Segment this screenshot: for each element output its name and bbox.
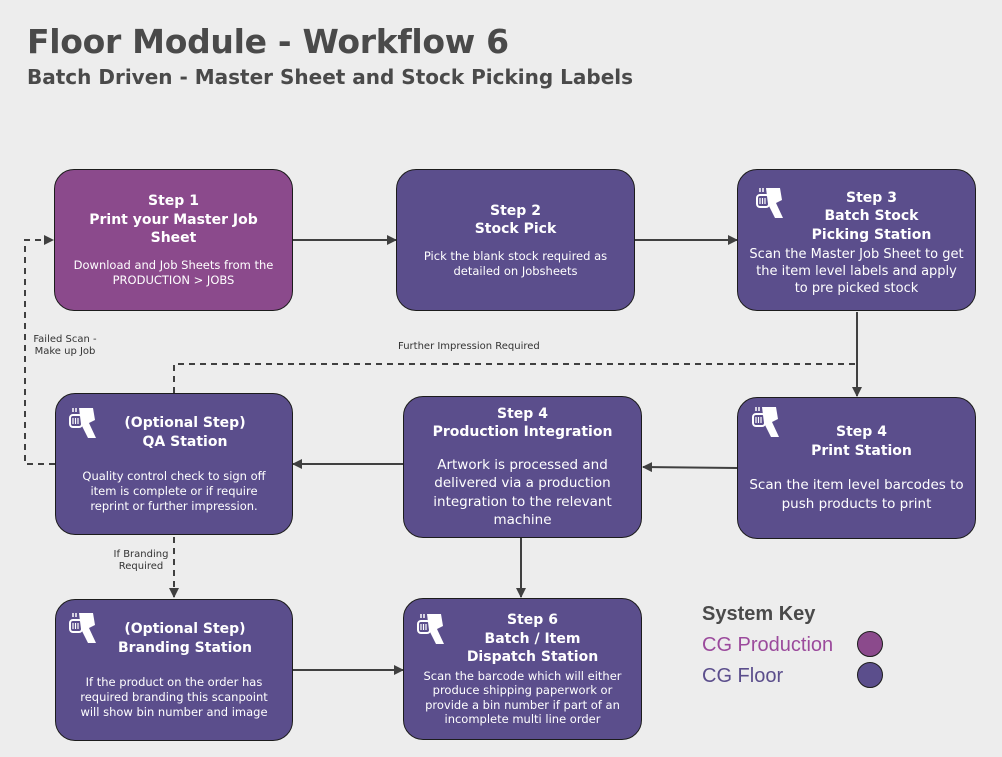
step4-integration-description: Artwork is processed and delivered via a… <box>433 456 612 529</box>
barcode-scanner-icon <box>752 407 779 437</box>
step3-title-2: Batch Stock <box>824 208 919 225</box>
branding-description: If the product on the order has required… <box>80 675 268 719</box>
step6-box[interactable]: Step 6 Batch / Item Dispatch Station Sca… <box>403 598 642 740</box>
if-branding-label: If Branding Required <box>108 549 174 573</box>
step2-title-1: Step 2 <box>490 202 541 219</box>
barcode-scanner-icon <box>417 614 444 644</box>
dashed-failed-scan <box>24 235 55 465</box>
qa-description: Quality control check to sign off item i… <box>82 469 266 513</box>
step2-title-2: Stock Pick <box>474 221 557 237</box>
further-impression-label: Further Impression Required <box>398 341 540 352</box>
dashed-further-impression <box>173 363 857 393</box>
step3-box[interactable]: Step 3 Batch Stock Picking Station Scan … <box>737 169 976 311</box>
step3-description: Scan the Master Job Sheet to get the ite… <box>749 247 964 297</box>
step4-print-description: Scan the item level barcodes to push pro… <box>749 477 964 512</box>
failed-scan-label-1: Failed Scan - <box>33 334 97 345</box>
key-dot-floor <box>857 662 883 688</box>
page-title: Floor Module - Workflow 6 <box>27 22 509 61</box>
if-branding-label-1: If Branding <box>113 549 169 560</box>
step3-title-1: Step 3 <box>846 189 897 206</box>
arrow-print-integration <box>642 462 738 473</box>
qa-station-box[interactable]: (Optional Step) QA Station Quality contr… <box>55 393 293 535</box>
step1-title-1: Step 1 <box>148 193 199 210</box>
step1-title-3: Sheet <box>150 230 197 247</box>
qa-title-1: (Optional Step) <box>124 415 246 431</box>
qa-title-2: QA Station <box>142 433 228 450</box>
system-key-title: System Key <box>702 603 816 625</box>
step3-title-3: Picking Station <box>811 226 932 243</box>
branding-title-1: (Optional Step) <box>124 621 246 637</box>
step4-print-title-1: Step 4 <box>836 424 887 440</box>
barcode-scanner-icon <box>756 188 783 218</box>
step4-integration-title-2: Production Integration <box>432 424 613 440</box>
step6-title-1: Step 6 <box>507 612 558 629</box>
step2-description: Pick the blank stock required as detaile… <box>423 248 608 278</box>
branding-title-2: Branding Station <box>118 639 252 656</box>
step6-title-2: Batch / Item <box>484 630 581 647</box>
if-branding-label-2: Required <box>118 561 164 572</box>
step1-box[interactable]: Step 1 Print your Master Job Sheet Downl… <box>54 169 293 311</box>
step6-description: Scan the barcode which will either produ… <box>423 668 622 727</box>
step6-title-3: Dispatch Station <box>466 649 599 666</box>
branding-station-box[interactable]: (Optional Step) Branding Station If the … <box>55 599 293 741</box>
step2-box[interactable]: Step 2 Stock Pick Pick the blank stock r… <box>396 169 635 311</box>
key-label-floor: CG Floor <box>702 665 784 687</box>
failed-scan-label: Failed Scan - Make up Job <box>30 334 100 358</box>
barcode-scanner-icon <box>69 613 96 643</box>
failed-scan-label-2: Make up Job <box>34 346 96 357</box>
step4-print-title-2: Print Station <box>811 442 912 459</box>
page-subtitle: Batch Driven - Master Sheet and Stock Pi… <box>27 65 634 89</box>
key-label-production: CG Production <box>702 634 834 656</box>
step4-print-box[interactable]: Step 4 Print Station Scan the item level… <box>737 397 976 539</box>
step1-title-2: Print your Master Job <box>89 211 258 228</box>
key-dot-production <box>857 631 883 657</box>
step4-integration-box[interactable]: Step 4 Production Integration Artwork is… <box>403 396 642 538</box>
step4-integration-title-1: Step 4 <box>497 405 548 422</box>
barcode-scanner-icon <box>69 408 96 438</box>
step1-description: Download and Job Sheets from the PRODUCT… <box>73 257 274 287</box>
